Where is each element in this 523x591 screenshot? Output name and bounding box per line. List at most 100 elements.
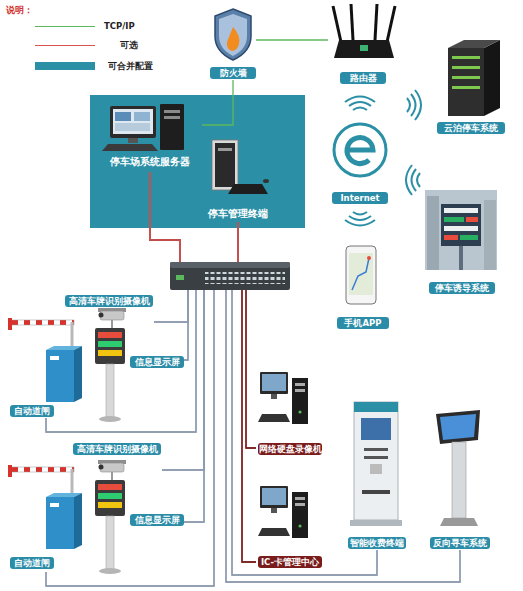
config-band	[90, 95, 305, 228]
device-node: 云泊停车系统	[435, 38, 507, 136]
finder-screen-frame	[436, 410, 480, 444]
legend-line-sample	[35, 26, 95, 27]
guidance-sign-row	[466, 217, 478, 222]
network-link	[162, 222, 238, 470]
terminal-keyboard	[228, 184, 268, 194]
legend-text: 可合并配置	[108, 60, 153, 72]
internet-logo-e	[347, 138, 373, 164]
wireless-wave	[412, 169, 417, 191]
device-label: 反向寻车系统	[430, 537, 490, 549]
device-label: Internet	[332, 192, 388, 204]
server-keyboard	[102, 144, 158, 151]
terminal-mouse	[263, 179, 269, 183]
cloud-server-light	[452, 56, 480, 59]
device-label: 路由器	[340, 72, 386, 84]
computer-illustration	[258, 372, 308, 424]
firewall-face	[219, 14, 247, 56]
finder-base	[440, 518, 478, 526]
server-monitor	[110, 106, 156, 138]
network-link	[256, 39, 328, 40]
network-link	[238, 222, 256, 562]
cloud-server-light	[452, 66, 480, 69]
network-link	[184, 222, 238, 522]
network-switch-top	[170, 262, 290, 268]
router-logo	[360, 45, 368, 51]
server-drive	[164, 110, 180, 113]
device-node: 停车场系统服务器	[98, 102, 202, 172]
finder-stand	[452, 442, 466, 518]
device-label: 高清车牌识别摄像机	[65, 295, 153, 307]
device-label: 信息显示屏	[130, 356, 184, 368]
device-node: 自动道闸	[8, 318, 84, 418]
cloud-server-top	[448, 40, 500, 48]
legend-heading: 说明：	[6, 4, 33, 16]
network-link	[150, 172, 204, 522]
camera-pole-illustration	[95, 308, 126, 422]
wireless-wave	[407, 98, 410, 112]
cloud-server-light	[452, 76, 480, 79]
terminal-tower	[212, 140, 238, 190]
network-link	[202, 80, 233, 125]
network-link	[150, 172, 188, 322]
phone-screen	[349, 253, 373, 295]
device-label: 自动道闸	[10, 405, 54, 417]
wireless-wave	[349, 216, 371, 220]
server-window	[115, 112, 131, 121]
device-label: 停车管理终端	[205, 208, 271, 220]
server-stand	[128, 138, 138, 143]
device-label: 手机APP	[337, 317, 389, 329]
firewall-flame	[227, 27, 240, 51]
device-node: 自动道闸	[8, 462, 84, 572]
kiosk-slot	[362, 490, 390, 494]
terminal-front	[215, 143, 235, 187]
device-label: 网络硬盘录像机	[258, 443, 322, 455]
network-link	[232, 222, 377, 575]
phone-route	[352, 258, 369, 290]
network-switch	[170, 262, 290, 290]
wireless-wave	[353, 108, 367, 111]
wireless-wave	[345, 97, 375, 103]
wireless-wave	[353, 212, 367, 215]
gate-illustration	[8, 318, 82, 402]
gate-illustration	[8, 465, 82, 549]
network-switch-ports	[205, 272, 285, 284]
device-node: 防火墙	[210, 6, 256, 80]
device-label: 防火墙	[210, 67, 256, 79]
device-node: 智能收费终端	[344, 398, 410, 550]
network-link	[46, 222, 238, 432]
wireless-wave	[417, 173, 420, 187]
legend-text: TCP/IP	[104, 20, 135, 32]
network-link	[150, 172, 460, 582]
camera-pole-illustration	[95, 460, 126, 574]
optional-trunk-line	[237, 222, 239, 263]
device-node: 手机APP	[333, 244, 393, 330]
legend-text: 可选	[120, 39, 138, 51]
device-label: 高清车牌识别摄像机	[73, 443, 161, 455]
device-node: IC-卡管理中心	[256, 482, 324, 570]
network-link	[238, 222, 256, 448]
device-label: IC-卡管理中心	[258, 556, 322, 568]
router-body	[334, 40, 394, 58]
device-label: 停车场系统服务器	[100, 156, 200, 168]
guidance-sign	[441, 204, 481, 246]
kiosk-slot	[364, 456, 388, 459]
device-node: 信息显示屏	[92, 326, 184, 368]
finder-screen	[440, 414, 476, 440]
firewall-shield	[215, 9, 251, 60]
cloud-server-front	[448, 48, 484, 116]
device-node: 高清车牌识别摄像机	[72, 441, 162, 579]
server-window	[115, 123, 150, 131]
router-antenna	[351, 4, 353, 40]
wireless-wave	[411, 94, 416, 116]
server-screen	[113, 109, 153, 134]
network-link	[150, 172, 188, 360]
device-node: 停车诱导系统	[424, 188, 500, 296]
kiosk-body	[354, 402, 398, 520]
network-link	[46, 172, 196, 432]
device-label: 自动道闸	[10, 557, 54, 569]
router-antenna	[333, 6, 341, 42]
router-antenna	[387, 6, 395, 42]
kiosk-base	[350, 520, 402, 526]
server-window	[134, 112, 150, 121]
phone-body	[346, 246, 376, 304]
